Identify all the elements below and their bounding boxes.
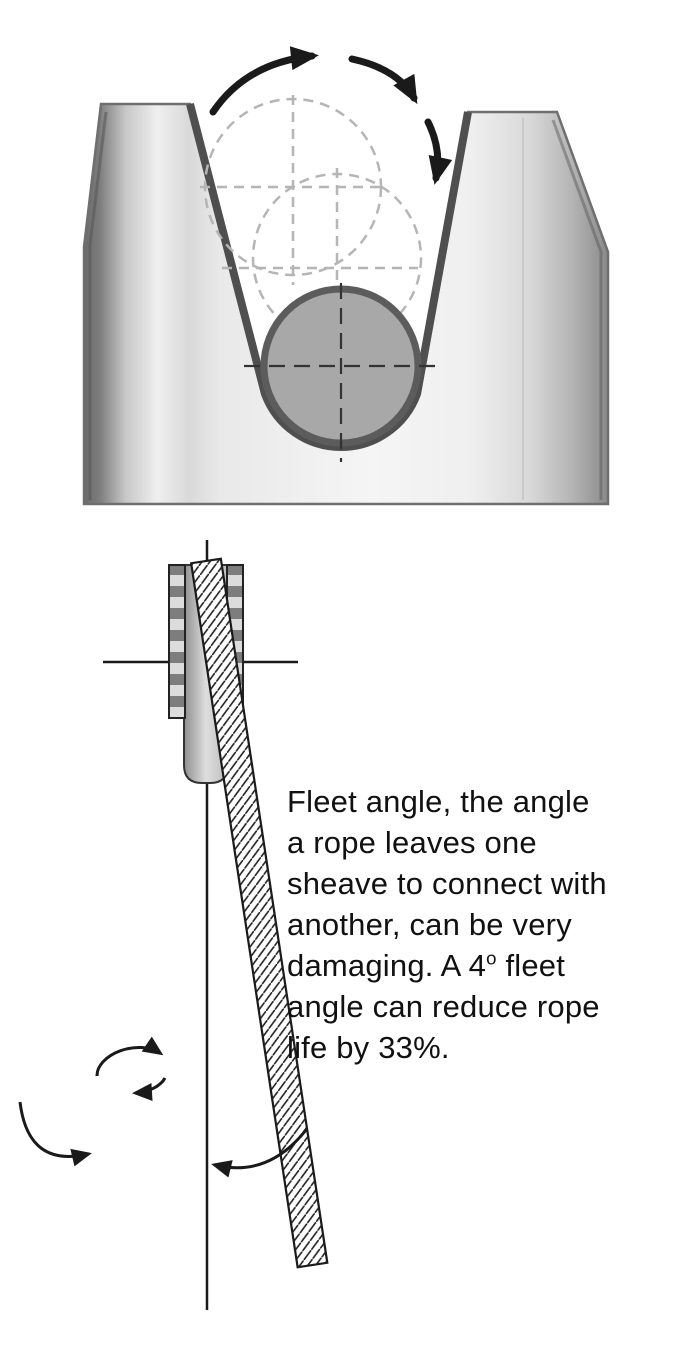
fleet-angle-diagram [18,540,329,1310]
caption-line-6: angle can reduce rope [287,989,600,1024]
caption-line-2: a rope leaves one [287,825,537,860]
rotation-arrow-1 [209,46,319,116]
caption-text: Fleet angle, the angle a rope leaves one… [287,781,667,1068]
rotation-arrow-2 [348,55,418,105]
caption-line-7: life by 33%. [287,1030,450,1065]
guide-circles [200,95,423,348]
rope-twist-arrows [95,1036,167,1101]
sheave-flange-left [168,564,186,719]
wire-rope-strands [191,558,328,1268]
caption-line-1: Fleet angle, the angle [287,784,590,819]
caption-line-5: damaging. A 4o fleet [287,945,667,986]
fleet-angle-arrow-right [211,1129,308,1178]
twist-arrow-upper [95,1036,164,1077]
sheave-groove-cross-section [82,46,610,506]
twist-arrow-lower [132,1077,167,1101]
rotation-arrows [209,46,453,185]
rope-crosshair [244,283,440,462]
caption-line-3: sheave to connect with [287,866,607,901]
caption-line-5-post: fleet [496,948,566,983]
wire-rope [189,557,329,1269]
left-post-edge-line [88,111,108,500]
rotation-arrow-3 [424,118,453,185]
caption-line-4: another, can be very [287,907,572,942]
degree-superscript: o [486,947,497,969]
right-post-edge-line [551,119,603,500]
fleet-angle-arrow-left [18,1101,92,1167]
caption-line-5-pre: damaging. A 4 [287,948,487,983]
